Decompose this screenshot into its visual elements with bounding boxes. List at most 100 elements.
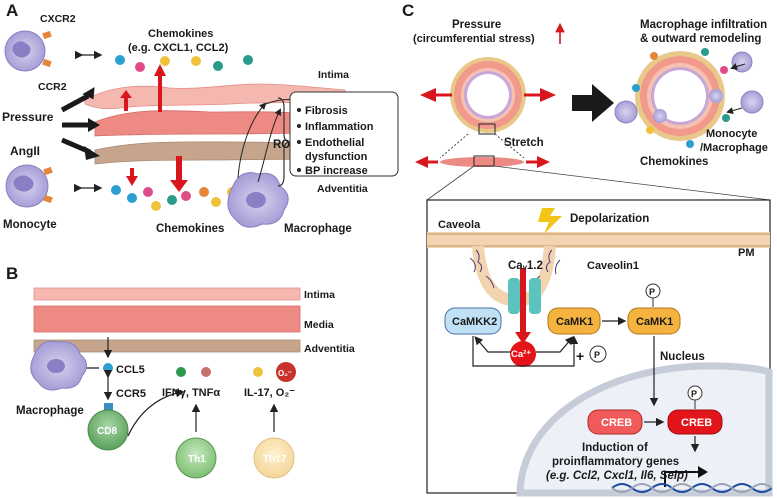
ccl5-label: CCL5: [116, 364, 145, 376]
chemokines-label-c: Chemokines: [640, 156, 708, 168]
macrophage-ros-arrow: [237, 102, 267, 179]
macrophage-label-b: Macrophage: [16, 405, 84, 417]
superoxide-dot-label: O₂⁻: [278, 369, 292, 378]
chemokines-title: Chemokines: [148, 28, 213, 40]
effect-dysfunction: dysfunction: [305, 151, 368, 163]
monocyte-arrow-2: [726, 107, 743, 114]
macrophage-cell-b: [30, 340, 87, 391]
monocyte-arrow-1: [730, 63, 746, 70]
induction-label-3: (e.g. Ccl2, Cxcl1, Il6, Selp): [546, 470, 688, 482]
camk1-label-1: CaMK1: [556, 316, 593, 328]
nucleus: [516, 362, 773, 497]
monocyte-cell-bottom: [5, 164, 53, 208]
superoxide-dot: [276, 362, 296, 382]
infiltration-label-2: & outward remodeling: [640, 33, 761, 45]
circumferential-stress-label: (circumferential stress): [413, 33, 535, 45]
camkk2-label: CaMKK2: [452, 316, 497, 328]
camkk2-camk1-arrow: [472, 335, 579, 367]
calcium-ion: [510, 341, 536, 367]
macrophage-ros-arrow-2: [257, 108, 281, 183]
vessel-layers-a: [84, 83, 346, 165]
angii-label: AngII: [10, 144, 40, 158]
intima-label-b: Intima: [304, 289, 335, 301]
effect-bp-increase: BP increase: [305, 165, 368, 177]
phospho-circle-2: [589, 345, 607, 363]
cxcr2-label: CXCR2: [40, 13, 76, 25]
caveola-label: Caveola: [438, 219, 481, 231]
creb-box-1: [587, 409, 643, 435]
phospho-label-1: P: [649, 287, 655, 297]
dna-helix: [611, 483, 773, 493]
ccr2-label: CCR2: [38, 81, 67, 93]
phospho-label-3: P: [691, 389, 697, 399]
transcription-start: [664, 471, 700, 487]
transcription-arrowhead: [698, 466, 708, 478]
panel-c: C Pressure (circumferential stress): [402, 1, 773, 497]
panel-b-letter: B: [6, 264, 18, 283]
adventitia-label-b: Adventitia: [304, 343, 355, 355]
panel-a: A CXCR2 CCR2 Chemokines (e.g. CXCL1, CCL…: [2, 1, 399, 235]
nucleus-label: Nucleus: [660, 351, 705, 363]
induction-label-1: Induction of: [582, 442, 648, 454]
panel-b: B Intima Media Adventitia CCL5 CCR5 Macr…: [6, 264, 355, 479]
panel-a-letter: A: [6, 1, 18, 20]
ca-camkk2-arrow: [474, 336, 511, 353]
cav12-channel: [508, 268, 541, 344]
ifn-dot: [176, 367, 186, 377]
ca-camk1-arrow: [536, 336, 574, 353]
ccr5-label: CCR5: [116, 388, 146, 400]
monocyte-cell-top: [4, 30, 52, 72]
stretched-cell: [415, 133, 550, 168]
camk1-box-2: [627, 307, 681, 335]
camk1-box-1: [547, 307, 601, 335]
pressure-label-c: Pressure: [452, 19, 501, 31]
th17-label: Th17: [263, 454, 287, 465]
chemokines-example: (e.g. CXCL1, CCL2): [128, 42, 229, 54]
depolarization-label: Depolarization: [570, 213, 649, 225]
phospho-circle-3: [687, 385, 703, 401]
effect-fibrosis: Fibrosis: [305, 105, 348, 117]
phospho-label-2: P: [594, 350, 600, 360]
th1-cell: Th1: [175, 437, 217, 479]
caveolin1-label: Caveolin1: [587, 260, 639, 272]
pressure-label-a: Pressure: [2, 110, 54, 124]
panel-c-letter: C: [402, 1, 414, 20]
tnf-dot: [201, 367, 211, 377]
media-label-b: Media: [304, 319, 334, 331]
effects-box: [289, 91, 399, 177]
camkk2-box: [444, 307, 502, 335]
lightning-icon: [538, 208, 562, 234]
vessel-ring-left: [420, 57, 556, 135]
cav12-label: Caᵥ1.2: [508, 260, 543, 272]
red-arrows-a: [120, 64, 188, 192]
effects-list: Fibrosis Inflammation Endothelial dysfun…: [297, 105, 374, 177]
effect-inflammation: Inflammation: [305, 121, 374, 133]
cd8-label: CD8: [97, 426, 117, 437]
plus-sign: +: [576, 348, 584, 364]
chemokine-dots-bottom: [111, 185, 237, 211]
induction-label-2: proinflammatory genes: [552, 456, 679, 468]
zoom-line-right: [493, 165, 771, 201]
stretch-label: Stretch: [504, 137, 544, 149]
calcium-label: Ca²⁺: [511, 349, 531, 360]
monocyte-label-a: Monocyte: [3, 219, 57, 231]
monocyte-label-c-2: /Macrophage: [700, 142, 768, 154]
infiltration-label-1: Macrophage infiltration: [640, 19, 767, 31]
intima-label-a: Intima: [318, 69, 349, 81]
creb-box-2: [667, 409, 723, 435]
progression-arrow: [572, 84, 614, 122]
adventitia-label-a: Adventitia: [317, 183, 368, 195]
chemokines-label-bottom: Chemokines: [156, 223, 224, 235]
th1-label: Th1: [188, 454, 206, 465]
macrophage-cell-a: [227, 172, 289, 228]
effect-endothelial: Endothelial: [305, 137, 364, 149]
th17-cell: Th17: [253, 437, 295, 479]
cd8-cytokine-arrow: [127, 388, 185, 437]
zoom-line-left: [426, 165, 475, 201]
vessel-ring-right: [614, 48, 764, 148]
ifn-tnf-label: IFNγ, TNFα: [162, 387, 220, 399]
creb-label-1: CREB: [601, 417, 632, 429]
ccl5-dot: [103, 363, 113, 373]
il17-label: IL-17, O₂⁻: [244, 387, 295, 399]
